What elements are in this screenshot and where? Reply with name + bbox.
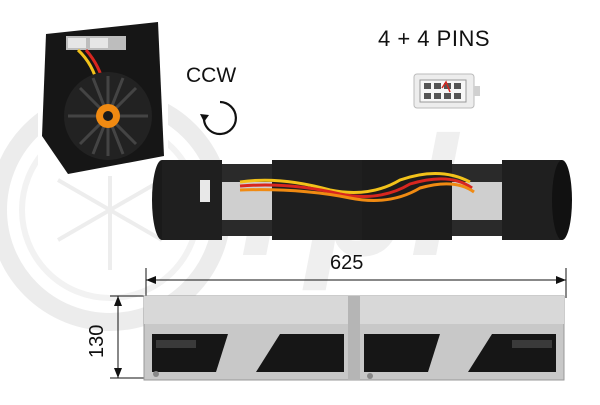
- pins-label: 4 + 4 PINS: [378, 26, 491, 51]
- height-dimension-line: [110, 295, 144, 379]
- width-dimension-label: 625: [330, 252, 364, 274]
- blower-housing-photo: [38, 16, 168, 176]
- rotation-direction-label: CCW: [186, 64, 237, 87]
- counterclockwise-arrow-icon: [200, 100, 237, 136]
- connector-plug-icon: [413, 73, 480, 109]
- twin-blower-assembly-photo: [152, 160, 572, 240]
- housing-front-view-photo: [143, 295, 565, 381]
- width-dimension-line: [145, 268, 567, 298]
